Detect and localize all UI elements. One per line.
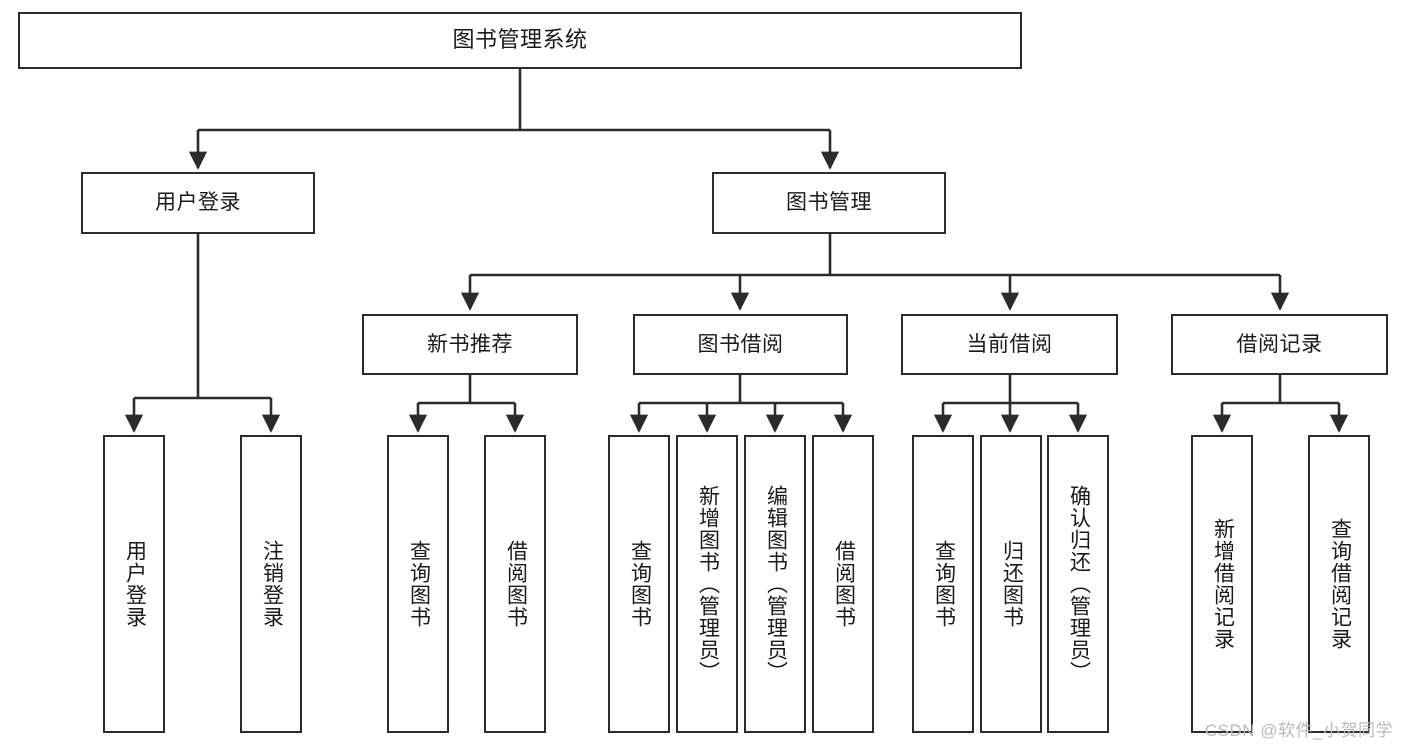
leaf-label: 借阅图书 — [504, 540, 528, 628]
leaf-current-borrow-query-book[interactable]: 查询图书 — [912, 435, 974, 733]
leaf-new-book-query-book[interactable]: 查询图书 — [387, 435, 449, 733]
csdn-watermark: CSDN @软件_小贺同学 — [1204, 721, 1393, 740]
leaf-label: 编辑图书（管理员） — [764, 485, 788, 683]
leaf-current-borrow-confirm-return-admin[interactable]: 确认归还（管理员） — [1047, 435, 1109, 733]
leaf-new-book-borrow-book[interactable]: 借阅图书 — [484, 435, 546, 733]
node-book-management[interactable]: 图书管理 — [712, 172, 946, 234]
node-new-book-recommendation[interactable]: 新书推荐 — [362, 314, 578, 375]
leaf-label: 查询图书 — [932, 540, 956, 628]
leaf-label: 查询图书 — [407, 540, 431, 628]
leaf-label: 新增借阅记录 — [1211, 518, 1235, 650]
leaf-book-borrow-query-book[interactable]: 查询图书 — [608, 435, 670, 733]
leaf-book-borrow-borrow-book[interactable]: 借阅图书 — [812, 435, 874, 733]
leaf-label: 查询借阅记录 — [1328, 518, 1352, 650]
node-borrowing-record[interactable]: 借阅记录 — [1171, 314, 1388, 375]
leaf-label: 归还图书 — [1000, 540, 1024, 628]
leaf-book-borrow-add-book-admin[interactable]: 新增图书（管理员） — [676, 435, 738, 733]
leaf-borrow-record-add-record[interactable]: 新增借阅记录 — [1191, 435, 1253, 733]
node-root-library-management-system[interactable]: 图书管理系统 — [18, 12, 1022, 69]
leaf-user-login-logout[interactable]: 注销登录 — [240, 435, 302, 733]
leaf-label: 查询图书 — [628, 540, 652, 628]
leaf-label: 确认归还（管理员） — [1067, 485, 1091, 683]
node-current-borrowing[interactable]: 当前借阅 — [901, 314, 1118, 375]
leaf-borrow-record-query-record[interactable]: 查询借阅记录 — [1308, 435, 1370, 733]
leaf-current-borrow-return-book[interactable]: 归还图书 — [980, 435, 1042, 733]
leaf-label: 用户登录 — [123, 540, 147, 628]
leaf-user-login-login[interactable]: 用户登录 — [103, 435, 165, 733]
leaf-label: 借阅图书 — [832, 540, 856, 628]
leaf-book-borrow-edit-book-admin[interactable]: 编辑图书（管理员） — [744, 435, 806, 733]
leaf-label: 新增图书（管理员） — [696, 485, 720, 683]
node-user-login[interactable]: 用户登录 — [81, 172, 315, 234]
leaf-label: 注销登录 — [260, 540, 284, 628]
node-book-borrowing[interactable]: 图书借阅 — [633, 314, 848, 375]
